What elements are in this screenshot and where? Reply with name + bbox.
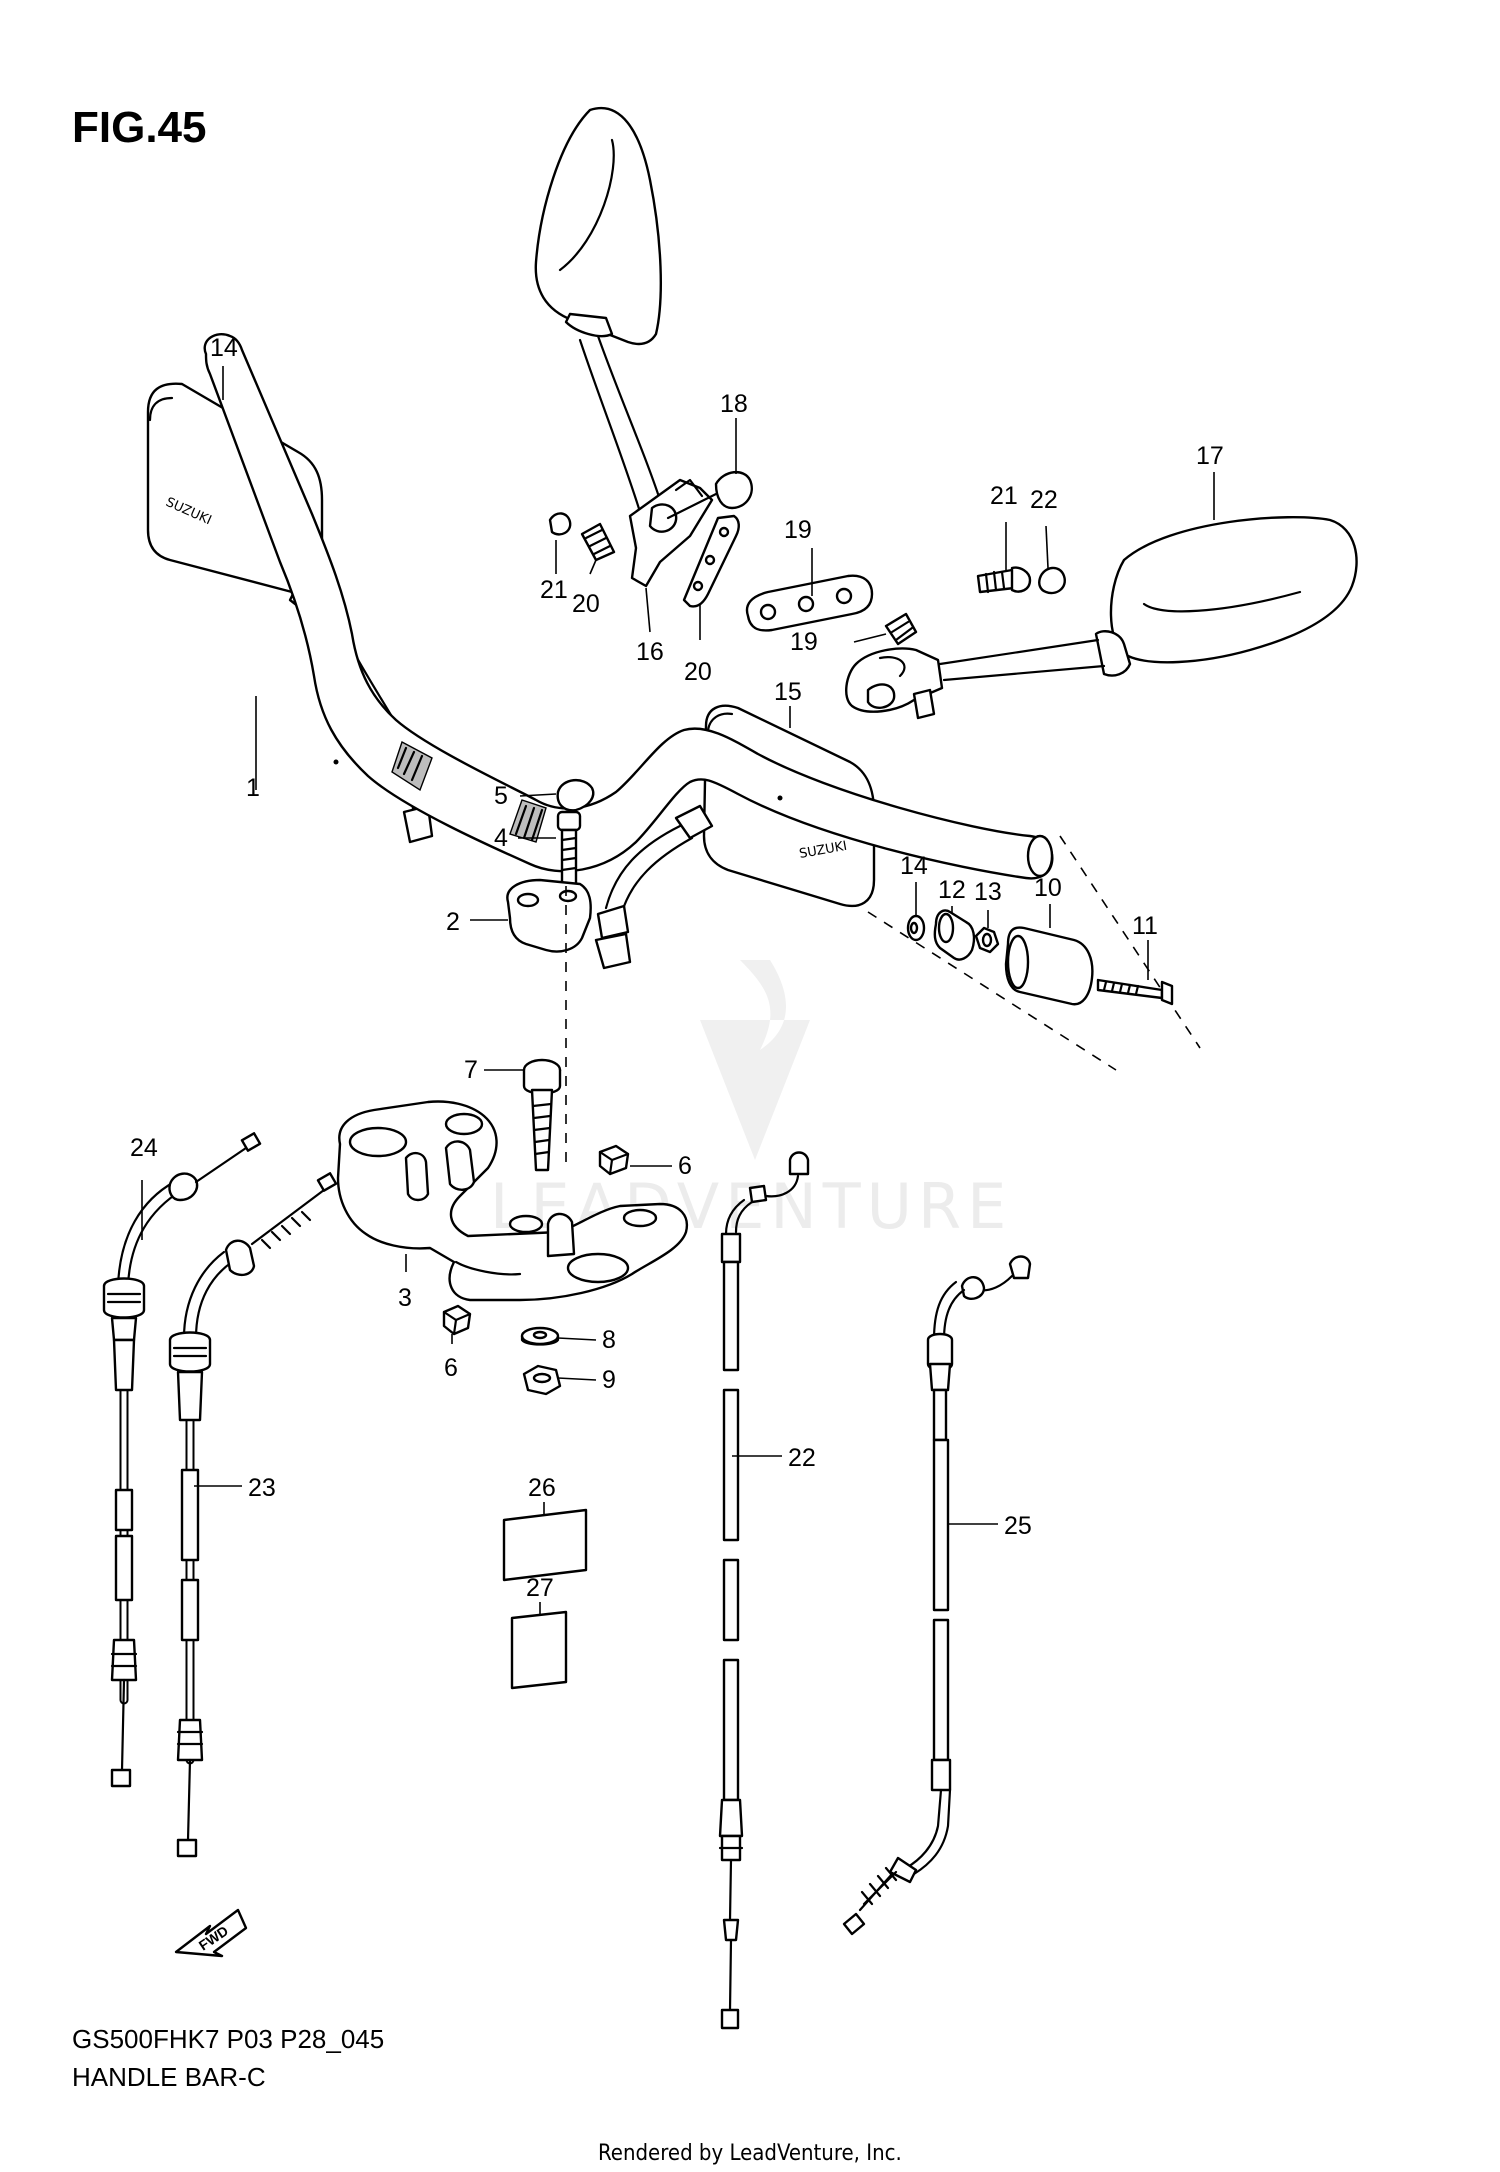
callout-19a: 18 <box>720 390 748 418</box>
callout-6b: 6 <box>444 1354 458 1382</box>
watermark: LEADVENTURE <box>490 960 1006 1243</box>
callout-22b: 22 <box>1030 486 1058 514</box>
watermark-logo-icon <box>700 960 810 1160</box>
part-9-nut[interactable] <box>522 1364 562 1396</box>
callout-26: 25 <box>1004 1512 1032 1540</box>
callout-14: 14 <box>900 852 928 880</box>
part-21b-screw[interactable] <box>976 566 1032 594</box>
part-4-bolt[interactable] <box>556 810 582 888</box>
section-name: HANDLE BAR-C <box>72 2062 266 2092</box>
callout-21b: 21 <box>990 482 1018 510</box>
part-11-screw[interactable] <box>1096 978 1174 1006</box>
part-22a-cap[interactable] <box>548 512 572 536</box>
callout-9: 9 <box>602 1366 616 1394</box>
callout-19b: 19 <box>790 628 818 656</box>
part-20b-plate[interactable] <box>745 574 874 632</box>
part-25-cable[interactable] <box>102 1132 262 1788</box>
fwd-arrow-icon: FWD <box>174 1908 248 1958</box>
callout-18: 17 <box>1196 442 1224 470</box>
callout-20b: 20 <box>684 658 712 686</box>
part-26-cable[interactable] <box>842 1255 1032 1936</box>
callout-22a: 21 <box>540 576 568 604</box>
part-17-upper-mirror[interactable] <box>534 107 753 588</box>
callout-23: 22 <box>788 1444 816 1472</box>
part-6a-nut[interactable] <box>598 1144 630 1176</box>
part-7-bolt[interactable] <box>522 1058 562 1172</box>
figure-title: FIG.45 <box>72 103 207 152</box>
callout-13: 13 <box>974 878 1002 906</box>
handlebar-knurl-left <box>391 740 433 792</box>
part-14-washer[interactable] <box>906 914 926 942</box>
callout-1: 1 <box>246 774 260 802</box>
callout-17: 16 <box>636 638 664 666</box>
callout-6a: 6 <box>678 1152 692 1180</box>
part-28-label[interactable] <box>510 1610 568 1690</box>
callout-8: 8 <box>602 1326 616 1354</box>
leader-lines <box>141 366 1215 1614</box>
callout-7: 7 <box>464 1056 478 1084</box>
part-24-cable[interactable] <box>168 1172 338 1858</box>
callout-27: 26 <box>528 1474 556 1502</box>
handlebar-knurl-center <box>509 799 547 843</box>
part-1-handlebar[interactable] <box>203 333 1054 880</box>
part-8-washer[interactable] <box>520 1326 560 1346</box>
render-credit: Rendered by LeadVenture, Inc. <box>598 2141 902 2166</box>
callout-28: 27 <box>526 1574 554 1602</box>
callout-21a: 20 <box>572 590 600 618</box>
part-5-cap[interactable] <box>556 779 595 812</box>
part-19b-bolt[interactable] <box>884 612 918 646</box>
model-code: GS500FHK7 P03 P28_045 <box>72 2024 384 2054</box>
callout-2: 2 <box>446 908 460 936</box>
callout-20a: 19 <box>784 516 812 544</box>
part-20a-plate[interactable] <box>682 514 740 608</box>
part-10-weight[interactable] <box>1004 926 1094 1006</box>
part-23-cable[interactable] <box>718 1151 810 2030</box>
callout-numbers: 14 1 2 3 4 5 6 6 7 8 9 10 11 12 13 14 15… <box>130 334 1224 1602</box>
part-18-right-mirror[interactable] <box>845 516 1358 720</box>
callout-10: 10 <box>1034 874 1062 902</box>
callout-24: 23 <box>248 1474 276 1502</box>
part-3-lower-holder[interactable] <box>336 1100 689 1302</box>
callout-11: 11 <box>1132 912 1158 940</box>
alignment-line-barend-lower <box>1059 835 1201 1049</box>
part-12-spacer[interactable] <box>933 909 976 961</box>
part-2-holder-upper[interactable] <box>506 878 592 953</box>
callout-3: 3 <box>398 1284 412 1312</box>
callout-16: 15 <box>774 678 802 706</box>
callout-5: 5 <box>494 782 508 810</box>
callout-12: 12 <box>938 876 966 904</box>
callout-4: 4 <box>494 824 508 852</box>
part-6b-nut[interactable] <box>442 1304 472 1336</box>
callout-15: 14 <box>210 334 238 362</box>
part-27-label[interactable] <box>502 1508 588 1582</box>
part-13-nut[interactable] <box>974 926 1000 954</box>
part-22b-cap[interactable] <box>1038 566 1066 595</box>
callout-25: 24 <box>130 1134 158 1162</box>
part-21a-screw[interactable] <box>580 522 616 562</box>
